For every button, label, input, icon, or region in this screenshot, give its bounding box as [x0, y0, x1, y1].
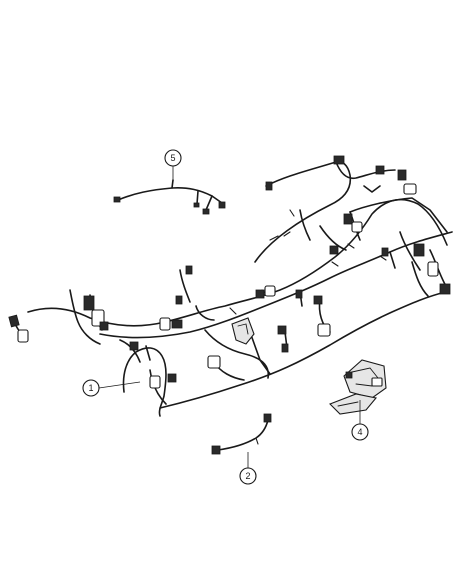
callout-5-label: 5 — [170, 153, 175, 163]
callout-5: 5 — [164, 149, 182, 182]
callout-4-label: 4 — [357, 427, 362, 437]
callout-4: 4 — [351, 400, 369, 441]
callout-1-label: 1 — [88, 383, 93, 393]
callout-2-label: 2 — [245, 471, 250, 481]
callout-1: 1 — [82, 379, 141, 397]
main-body-harness — [8, 155, 453, 417]
overhead-harness — [113, 179, 226, 215]
callout-2: 2 — [239, 452, 257, 485]
module-with-bracket — [329, 359, 387, 415]
jumper-harness — [211, 413, 272, 455]
